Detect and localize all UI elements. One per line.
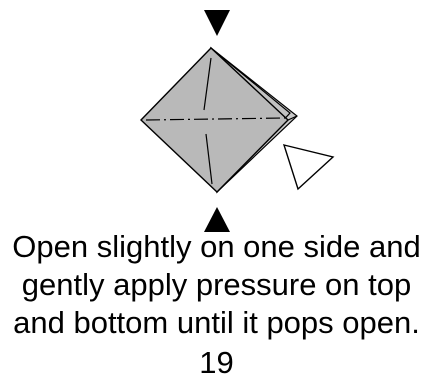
- paper-front-diamond: [140, 47, 290, 193]
- crease-vertical-lower: [205, 133, 213, 185]
- page-number: 19: [199, 345, 234, 380]
- caption-line-2: gently apply pressure on top: [21, 267, 412, 302]
- caption-line-1: Open slightly on one side and: [12, 229, 421, 264]
- push-down-arrow-icon: [204, 10, 230, 36]
- instruction-caption: Open slightly on one side and gently app…: [0, 228, 433, 342]
- push-up-arrow-icon: [204, 207, 230, 232]
- open-side-arrow-icon: [282, 144, 335, 191]
- caption-line-3: and bottom until it pops open.: [13, 305, 420, 340]
- crease-vertical-upper: [203, 57, 212, 111]
- crease-right-edge: [287, 115, 298, 121]
